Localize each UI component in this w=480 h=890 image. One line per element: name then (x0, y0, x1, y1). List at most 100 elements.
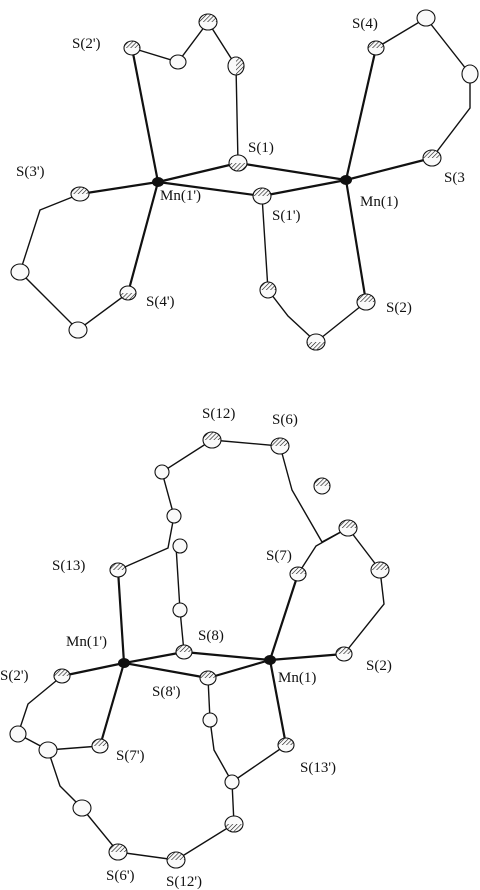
atom-c-top-3-shade (236, 57, 244, 75)
bond-s1-mn1 (236, 161, 348, 182)
atom-s7p-shade (92, 739, 108, 746)
label-s2: S(2) (386, 300, 412, 316)
atom-c-b7 (172, 602, 188, 618)
atom-s6p-shade (109, 844, 127, 852)
label-s4p: S(4') (146, 294, 175, 310)
atom-s4-shade (368, 41, 384, 48)
chain-s2p-s1 (131, 20, 239, 164)
label-s8: S(8) (198, 628, 224, 644)
label-s4: S(4) (352, 16, 378, 32)
label-mn1p: Mn(1') (160, 188, 201, 204)
atom-c-top-4 (416, 9, 436, 27)
label-mn1: Mn(1) (278, 670, 316, 686)
chain-s8-up (175, 545, 185, 653)
chain-s1p-s2 (261, 195, 367, 343)
atom-c-b5 (172, 538, 188, 554)
chain-to-s13p (231, 744, 287, 783)
atom-s12-shade (203, 432, 221, 440)
bond-mn1-s7 (268, 572, 300, 662)
bottom-labels: S(12) S(6) S(7) S(13) Mn(1') S(8) S(2') … (0, 406, 392, 890)
atom-s6-shade (271, 438, 289, 446)
atom-s2p-shade (124, 41, 140, 48)
atom-c-b3 (166, 508, 182, 524)
atom-c-b4-shade (339, 520, 357, 528)
atom-c-b2-shade (314, 478, 330, 486)
bond-mn1p-s13 (116, 568, 126, 665)
atom-s2-shade (357, 294, 375, 302)
label-s7: S(7) (266, 548, 292, 564)
atom-s8p-shade (200, 671, 216, 678)
label-s1: S(1) (248, 140, 274, 156)
atom-mn1p-b (118, 658, 130, 668)
atom-s4p-shade (120, 293, 136, 300)
bond-mn1-s3 (344, 156, 434, 182)
chain-s7-branch (297, 527, 349, 575)
bond-mn1p-s1 (156, 161, 240, 184)
top-atoms (10, 9, 479, 351)
label-s6p: S(6') (106, 868, 135, 884)
atom-c-b13-shade (225, 824, 243, 832)
top-labels: S(2') S(4) S(1) S(3') S(3 Mn(1') S(1') M… (16, 16, 465, 316)
atom-s1-shade (229, 163, 247, 171)
atom-s8-shade (176, 645, 192, 652)
label-s7p: S(7') (116, 748, 145, 764)
bond-mn1-s13p (268, 658, 288, 747)
atom-s13p-shade (278, 738, 294, 745)
atom-c-b9 (38, 741, 58, 759)
bond-mn1-s4 (344, 46, 378, 182)
bond-mn1p-s2p (60, 661, 126, 678)
label-s2: S(2) (366, 658, 392, 674)
label-s12: S(12) (202, 406, 235, 422)
label-s3: S(3 (444, 170, 465, 186)
label-s1p: S(1') (272, 208, 301, 224)
atom-mn1 (340, 175, 352, 185)
atom-c-bottom-1-shade (260, 282, 276, 290)
bond-s8p-mn1 (206, 658, 272, 680)
bond-mn1p-s1p (156, 180, 264, 198)
atom-c-top-1 (169, 54, 187, 70)
label-s12p: S(12') (166, 874, 202, 890)
bond-mn1p-s7p (98, 661, 126, 748)
bond-mn1p-s3p (78, 180, 160, 196)
bottom-structure-panel: S(12) S(6) S(7) S(13) Mn(1') S(8) S(2') … (0, 406, 392, 890)
atom-c-b1 (154, 464, 170, 480)
chain-s4-s3 (375, 17, 471, 159)
atom-c-b10 (202, 712, 218, 728)
bond-s1p-mn1 (260, 178, 348, 198)
bond-mn1-s2 (268, 652, 346, 662)
atom-c-b6-shade (371, 562, 389, 570)
chain-s2p-s7p (17, 675, 101, 751)
atom-mn1p (152, 177, 164, 187)
bond-mn1p-s8p (122, 661, 210, 680)
chain-s3p-s4p (19, 193, 129, 331)
bond-mn1p-s4p (126, 180, 160, 295)
bond-s8-mn1 (182, 650, 272, 662)
atom-c-left-1 (10, 263, 30, 281)
bottom-bonds (17, 439, 385, 861)
atom-s13-shade (110, 563, 126, 570)
atom-c-top-2-shade (199, 14, 217, 22)
atom-c-top-5 (461, 64, 479, 84)
atom-s2-b-shade (336, 647, 352, 654)
label-s2p: S(2') (0, 668, 29, 684)
chain-lower-loop (47, 677, 235, 861)
atom-c-left-2 (68, 321, 88, 339)
atom-s2p-b-shade (54, 669, 70, 676)
label-mn1p: Mn(1') (66, 634, 107, 650)
atom-c-bottom-2-shade (307, 342, 325, 350)
label-s13: S(13) (52, 558, 85, 574)
label-s13p: S(13') (300, 760, 336, 776)
bond-mn1-s2 (344, 178, 368, 304)
label-s2p: S(2') (72, 36, 101, 52)
atom-c-b11 (224, 774, 240, 790)
atom-mn1-b (264, 655, 276, 665)
label-s3p: S(3') (16, 164, 45, 180)
atom-s1p-shade (253, 188, 271, 196)
bond-mn1p-s2p (130, 46, 160, 184)
atom-c-b8 (9, 725, 27, 743)
atom-s12p-shade (167, 852, 185, 860)
bottom-atoms (9, 431, 390, 869)
label-mn1: Mn(1) (360, 194, 398, 210)
label-s6: S(6) (272, 412, 298, 428)
